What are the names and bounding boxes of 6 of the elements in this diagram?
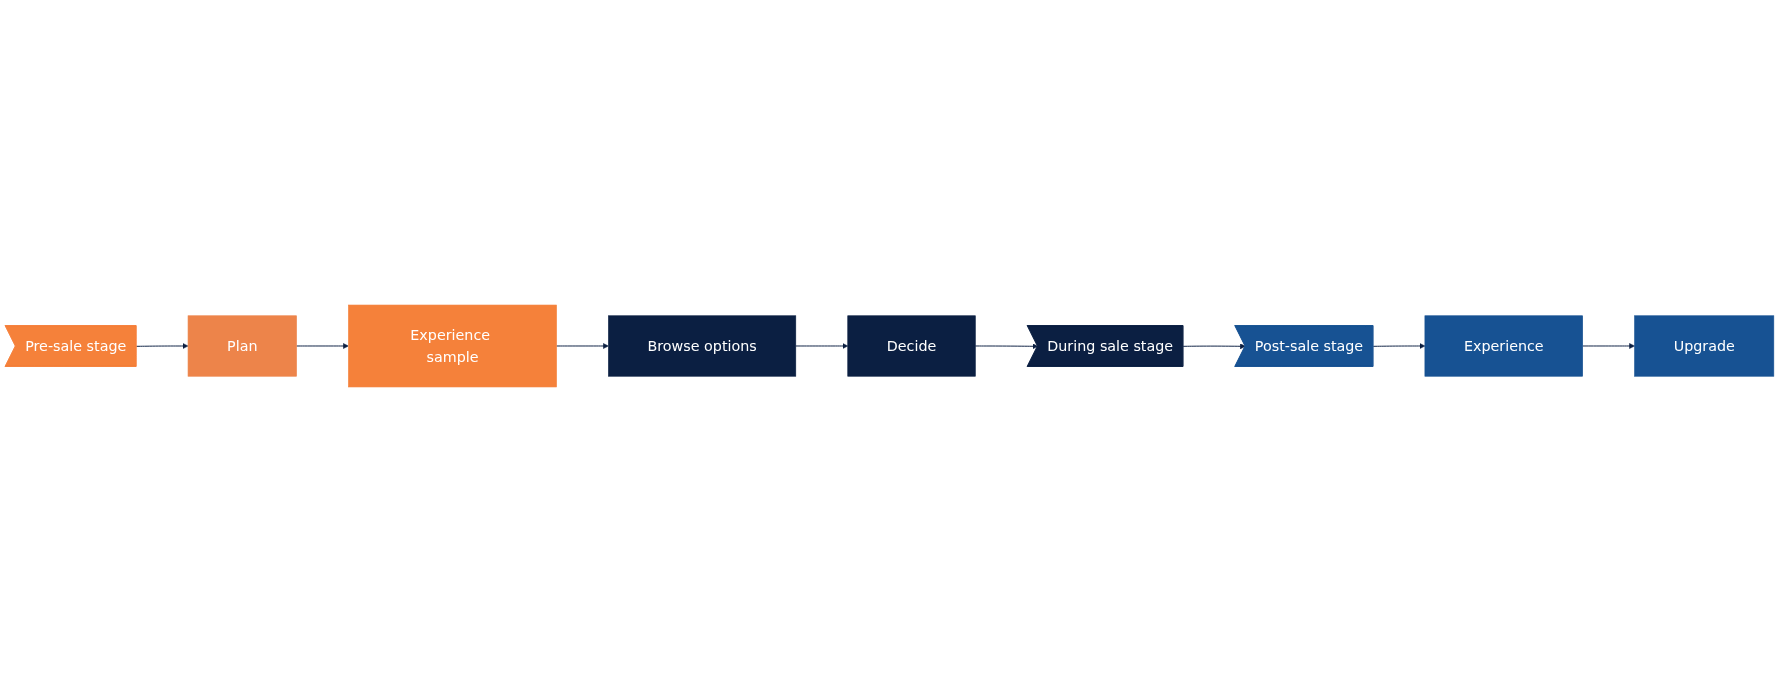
node-box: Upgrade (1634, 315, 1775, 377)
node-box: Plan (187, 315, 297, 377)
node-box: Browse options (608, 315, 797, 377)
node-box: Decide (847, 315, 976, 377)
node-box: Experience (1424, 315, 1583, 377)
node-box: Experience sample (348, 304, 557, 388)
